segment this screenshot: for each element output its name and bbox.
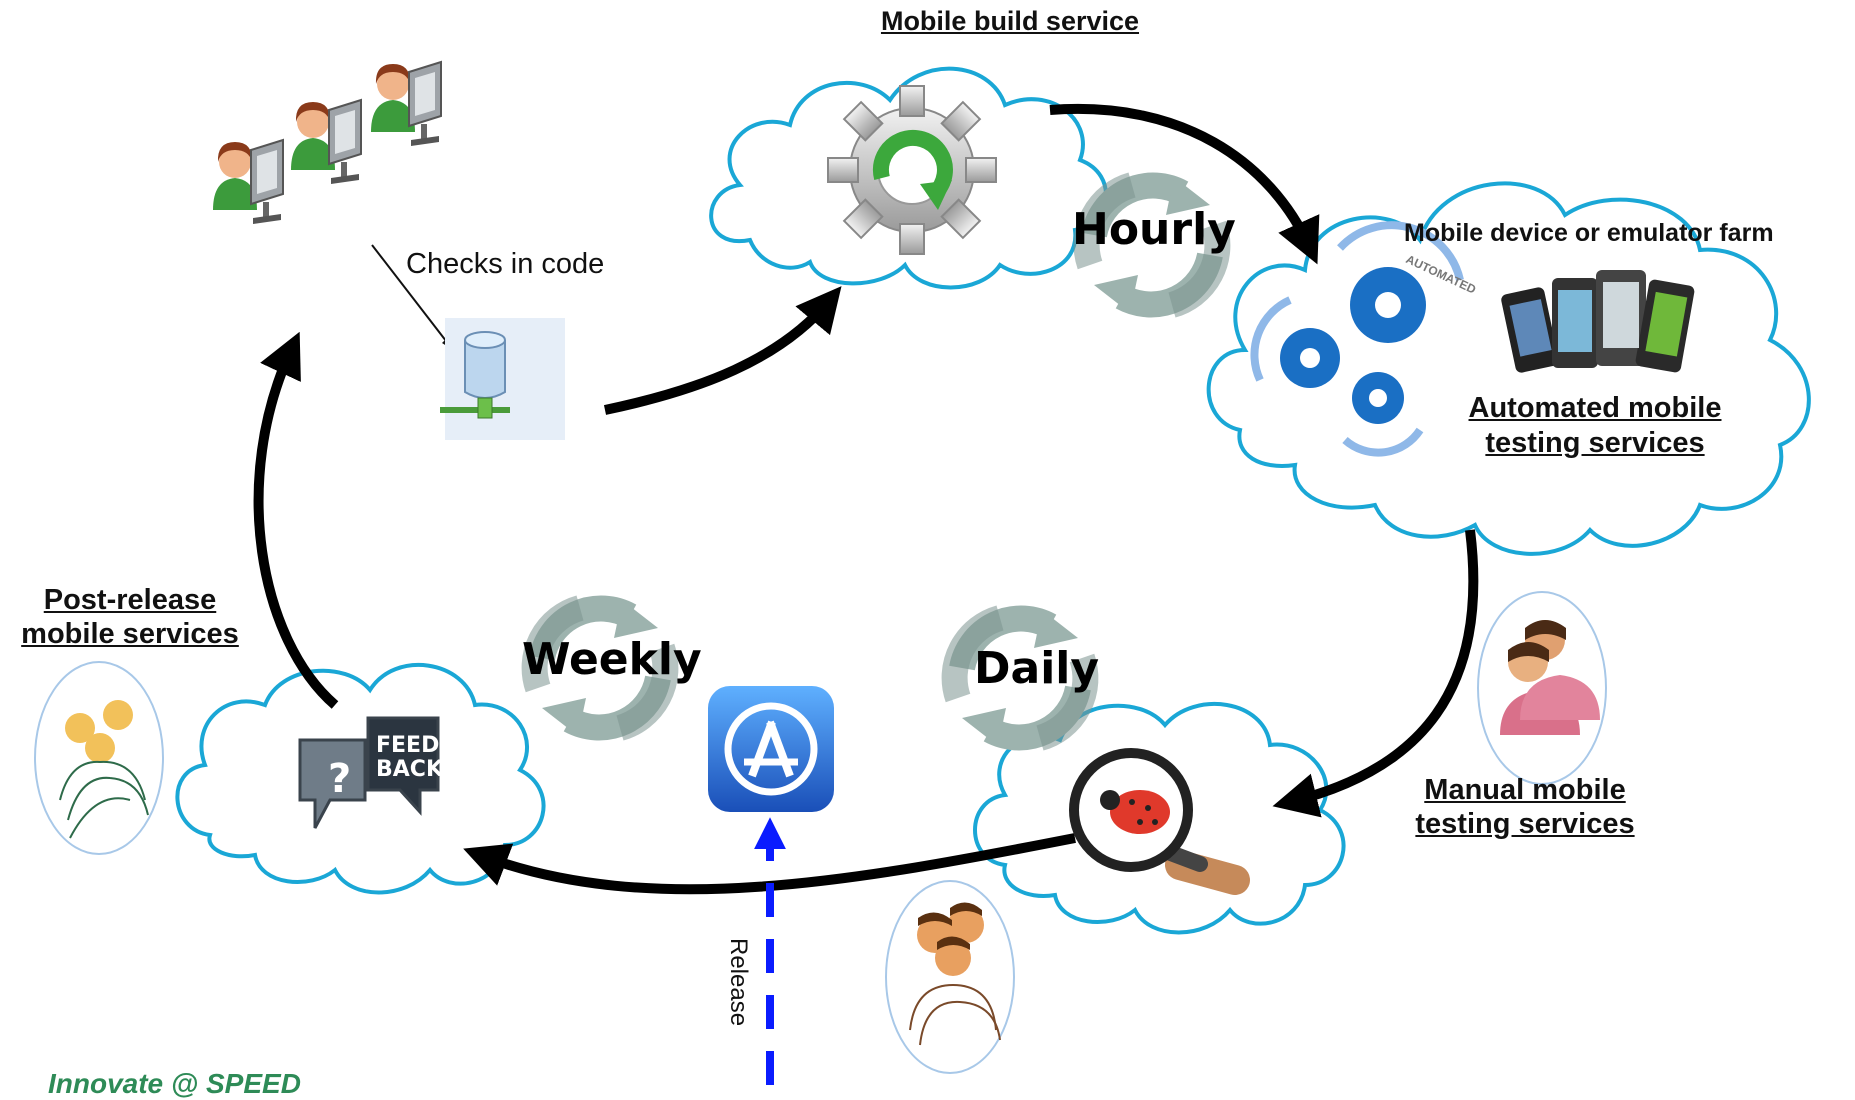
developers-icon xyxy=(213,61,442,225)
tester-group-icon xyxy=(1477,591,1607,785)
automated-testing-label-2: testing services xyxy=(1485,427,1705,459)
svg-text:?: ? xyxy=(328,756,351,802)
feedback-badge-back: BACK xyxy=(376,757,444,782)
post-release-label-2: mobile services xyxy=(21,618,239,650)
release-label: Release xyxy=(725,938,752,1027)
feedback-badge-feed: FEED xyxy=(376,733,439,758)
manual-tester-men-icon xyxy=(885,880,1015,1074)
arrow-checkin-to-build xyxy=(603,286,842,415)
build-gear-icon xyxy=(827,85,997,255)
daily-label: Daily xyxy=(974,643,1100,694)
arrow-manual-to-postrelease xyxy=(463,833,1076,895)
database-icon xyxy=(440,318,565,440)
feedback-icon: ? FEED BACK xyxy=(298,716,444,829)
manual-testing-label-1: Manual mobile xyxy=(1424,774,1626,806)
arrow-postrelease-to-checkin xyxy=(253,331,339,709)
device-farm-label: Mobile device or emulator farm xyxy=(1404,219,1774,247)
automated-testing-label-1: Automated mobile xyxy=(1468,392,1722,424)
app-store-icon xyxy=(708,686,834,812)
weekly-label: Weekly xyxy=(522,634,702,685)
checks-in-label: Checks in code xyxy=(406,248,605,280)
hourly-label: Hourly xyxy=(1072,204,1236,255)
arrow-build-to-automated xyxy=(1049,103,1320,265)
checkin-pointer-line xyxy=(371,244,454,351)
post-release-users-icon xyxy=(34,661,164,855)
build-service-label: Mobile build service xyxy=(880,6,1140,36)
bug-magnifier-icon xyxy=(1069,748,1250,895)
arrow-automated-to-manual xyxy=(1272,529,1479,818)
manual-testing-label-2: testing services xyxy=(1415,808,1635,840)
post-release-label-1: Post-release xyxy=(43,584,217,616)
phones-icon xyxy=(1501,270,1695,373)
innovate-speed-logo: Innovate @ SPEED xyxy=(48,1068,301,1099)
